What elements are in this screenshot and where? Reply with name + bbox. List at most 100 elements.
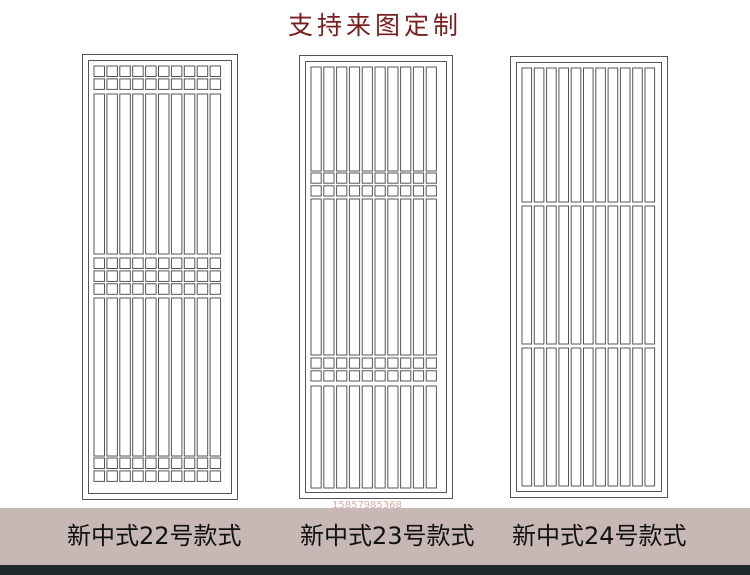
lattice-square (336, 172, 348, 184)
lattice-bar (196, 93, 209, 255)
lattice-bar (93, 297, 105, 457)
lattice-bar (361, 198, 373, 356)
lattice-square (209, 257, 222, 269)
lattice-square (132, 257, 144, 269)
lattice-bar (310, 198, 322, 356)
lattice-bar (387, 198, 399, 356)
lattice-bar (632, 347, 643, 487)
panel-design-22 (82, 54, 238, 500)
lattice-square (348, 185, 361, 197)
lattice-bar (348, 198, 361, 356)
lattice-bar (521, 205, 533, 345)
lattice-bar (145, 297, 157, 457)
lattice-bar (348, 385, 361, 489)
lattice-bar (607, 205, 619, 345)
lattice-square (196, 78, 209, 90)
lattice-square (348, 370, 361, 382)
lattice-bar (558, 347, 570, 487)
lattice-square (106, 270, 118, 282)
lattice-bar (412, 385, 425, 489)
lattice-bar (323, 198, 335, 356)
lattice-bar (132, 93, 144, 255)
inner-frame (88, 60, 232, 494)
lattice-square (425, 370, 437, 382)
lattice-bar (607, 67, 619, 203)
lattice-bar (644, 67, 656, 203)
lattice-bar (374, 198, 386, 356)
lattice-square (209, 470, 222, 482)
lattice-bar (583, 347, 594, 487)
lattice-bar (387, 385, 399, 489)
lattice-square (145, 65, 157, 77)
lattice-square (170, 65, 183, 77)
lattice-square (209, 283, 222, 295)
lattice-square (348, 172, 361, 184)
lattice-square (145, 270, 157, 282)
lattice-bar (336, 385, 348, 489)
lattice-bar (374, 66, 386, 172)
design-panels (0, 48, 750, 508)
lattice-bar (595, 347, 606, 487)
lattice-square (336, 370, 348, 382)
lattice-bar (183, 297, 196, 457)
lattice-bar (158, 297, 170, 457)
lattice-bar (521, 67, 533, 203)
caption-24: 新中式24号款式 (512, 522, 687, 550)
lattice-square (400, 370, 412, 382)
lattice-bar (209, 297, 222, 457)
lattice-square (374, 370, 386, 382)
lattice-bar (374, 385, 386, 489)
lattice-square (348, 357, 361, 369)
lattice-bar (521, 347, 533, 487)
lattice-square (170, 283, 183, 295)
lattice-square (387, 357, 399, 369)
lattice-square (93, 457, 105, 469)
lattice-square (400, 172, 412, 184)
lattice-bar (570, 347, 582, 487)
lattice-square (196, 470, 209, 482)
lattice-square (209, 65, 222, 77)
lattice-bar (412, 66, 425, 172)
lattice-square (170, 457, 183, 469)
lattice-bar (170, 93, 183, 255)
lattice-square (132, 78, 144, 90)
lattice-square (425, 172, 437, 184)
lattice-bar (400, 198, 412, 356)
lattice-square (158, 283, 170, 295)
lattice-square (158, 78, 170, 90)
lattice-bar (632, 205, 643, 345)
lattice-square (310, 357, 322, 369)
lattice-square (170, 270, 183, 282)
lattice-square (132, 65, 144, 77)
lattice-square (106, 78, 118, 90)
panel-design-24 (510, 56, 668, 498)
lattice-bar (336, 198, 348, 356)
lattice-square (93, 283, 105, 295)
lattice-bar (425, 66, 437, 172)
lattice-square (132, 470, 144, 482)
lattice-bar (546, 67, 557, 203)
lattice-square (158, 457, 170, 469)
lattice-square (158, 65, 170, 77)
outer-frame (82, 54, 238, 500)
lattice-square (412, 370, 425, 382)
lattice-bar (619, 205, 631, 345)
lattice-square (106, 283, 118, 295)
lattice-square (145, 78, 157, 90)
lattice-bar (533, 347, 545, 487)
lattice-bar (619, 347, 631, 487)
lattice-square (158, 470, 170, 482)
lattice-square (209, 457, 222, 469)
lattice-square (132, 457, 144, 469)
lattice-square (209, 270, 222, 282)
lattice-square (387, 370, 399, 382)
lattice-bar (400, 385, 412, 489)
lattice-square (374, 357, 386, 369)
lattice-bar (323, 385, 335, 489)
lattice-square (412, 172, 425, 184)
lattice-square (132, 283, 144, 295)
lattice-square (183, 283, 196, 295)
lattice-square (106, 65, 118, 77)
lattice-square (170, 257, 183, 269)
lattice-square (310, 172, 322, 184)
